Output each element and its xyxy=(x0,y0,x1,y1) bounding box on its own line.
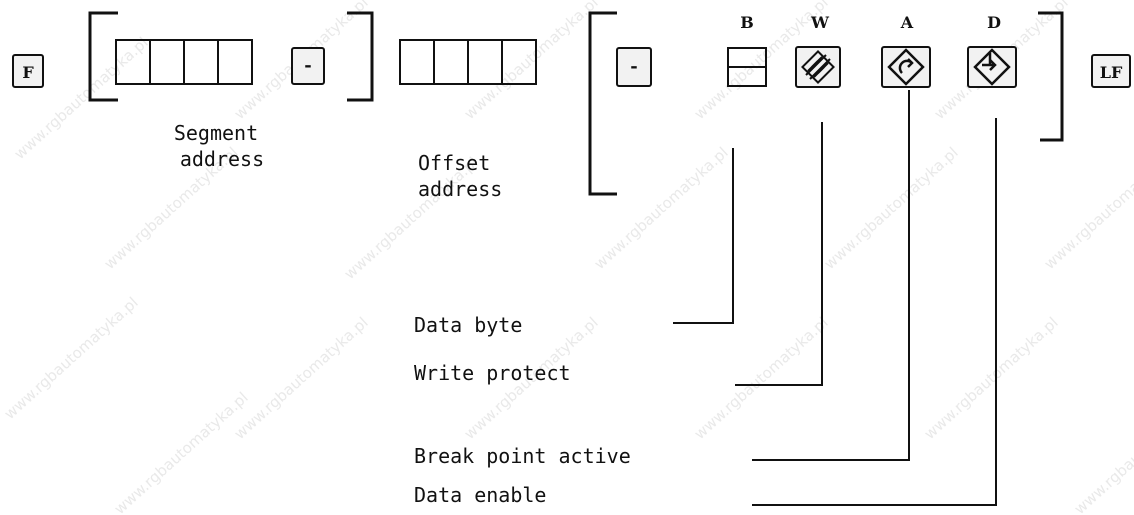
column-header-d: D xyxy=(987,13,1001,32)
leader-break-point xyxy=(752,90,910,461)
separator-key-2-label: - xyxy=(630,56,637,77)
watermark-text: www.rgbautomatyka.pl xyxy=(1041,143,1134,273)
leader-write-protect xyxy=(735,122,823,386)
leader-lines xyxy=(673,90,997,506)
legend-write-protect: Write protect xyxy=(414,361,571,385)
segment-address-digits xyxy=(115,39,253,85)
break-point-icon xyxy=(881,46,931,88)
legend-data-byte: Data byte xyxy=(414,313,522,337)
watermark-text: www.rgbautomatyka.pl xyxy=(821,143,962,273)
segment-address-label-2: address xyxy=(180,147,264,171)
watermark-text: www.rgbautomatyka.pl xyxy=(591,143,732,273)
offset-address-label-1: Offset xyxy=(418,151,490,175)
function-key-label: F xyxy=(22,63,34,82)
offset-address-label-2: address xyxy=(418,177,502,201)
column-header-w: W xyxy=(810,13,830,32)
line-feed-key: LF xyxy=(1091,54,1131,88)
options-bracket xyxy=(588,11,1064,196)
data-byte-box xyxy=(727,47,767,87)
column-header-b: B xyxy=(740,13,754,32)
separator-key-1: - xyxy=(291,47,325,85)
offset-address-digits xyxy=(399,39,537,85)
legend-data-enable: Data enable xyxy=(414,483,546,507)
function-key: F xyxy=(12,54,44,88)
line-feed-key-label: LF xyxy=(1100,63,1123,82)
separator-key-2: - xyxy=(616,47,652,87)
watermark-text: www.rgbautomatyka.pl xyxy=(921,313,1062,443)
column-header-a: A xyxy=(900,13,914,32)
data-enable-icon xyxy=(967,46,1017,88)
leader-data-byte xyxy=(673,148,734,324)
watermark-text: www.rgbautomatyka.pl xyxy=(231,313,372,443)
watermark-text: www.rgbautomatyka.pl xyxy=(11,33,152,163)
watermark-text: www.rgbautomatyka.pl xyxy=(461,0,602,123)
leader-data-enable xyxy=(752,118,997,506)
watermark-text: www.rgbautomatyka.pl xyxy=(111,388,252,515)
segment-address-label-1: Segment xyxy=(174,121,258,145)
watermark-text: www.rgbautomatyka.pl xyxy=(1071,388,1134,515)
watermark-text: www.rgbautomatyka.pl xyxy=(691,313,832,443)
write-protect-icon xyxy=(795,46,841,88)
segment-bracket xyxy=(88,11,374,102)
separator-key-1-label: - xyxy=(304,55,311,76)
legend-break-point-active: Break point active xyxy=(414,444,631,468)
watermark-text: www.rgbautomatyka.pl xyxy=(1,293,142,423)
